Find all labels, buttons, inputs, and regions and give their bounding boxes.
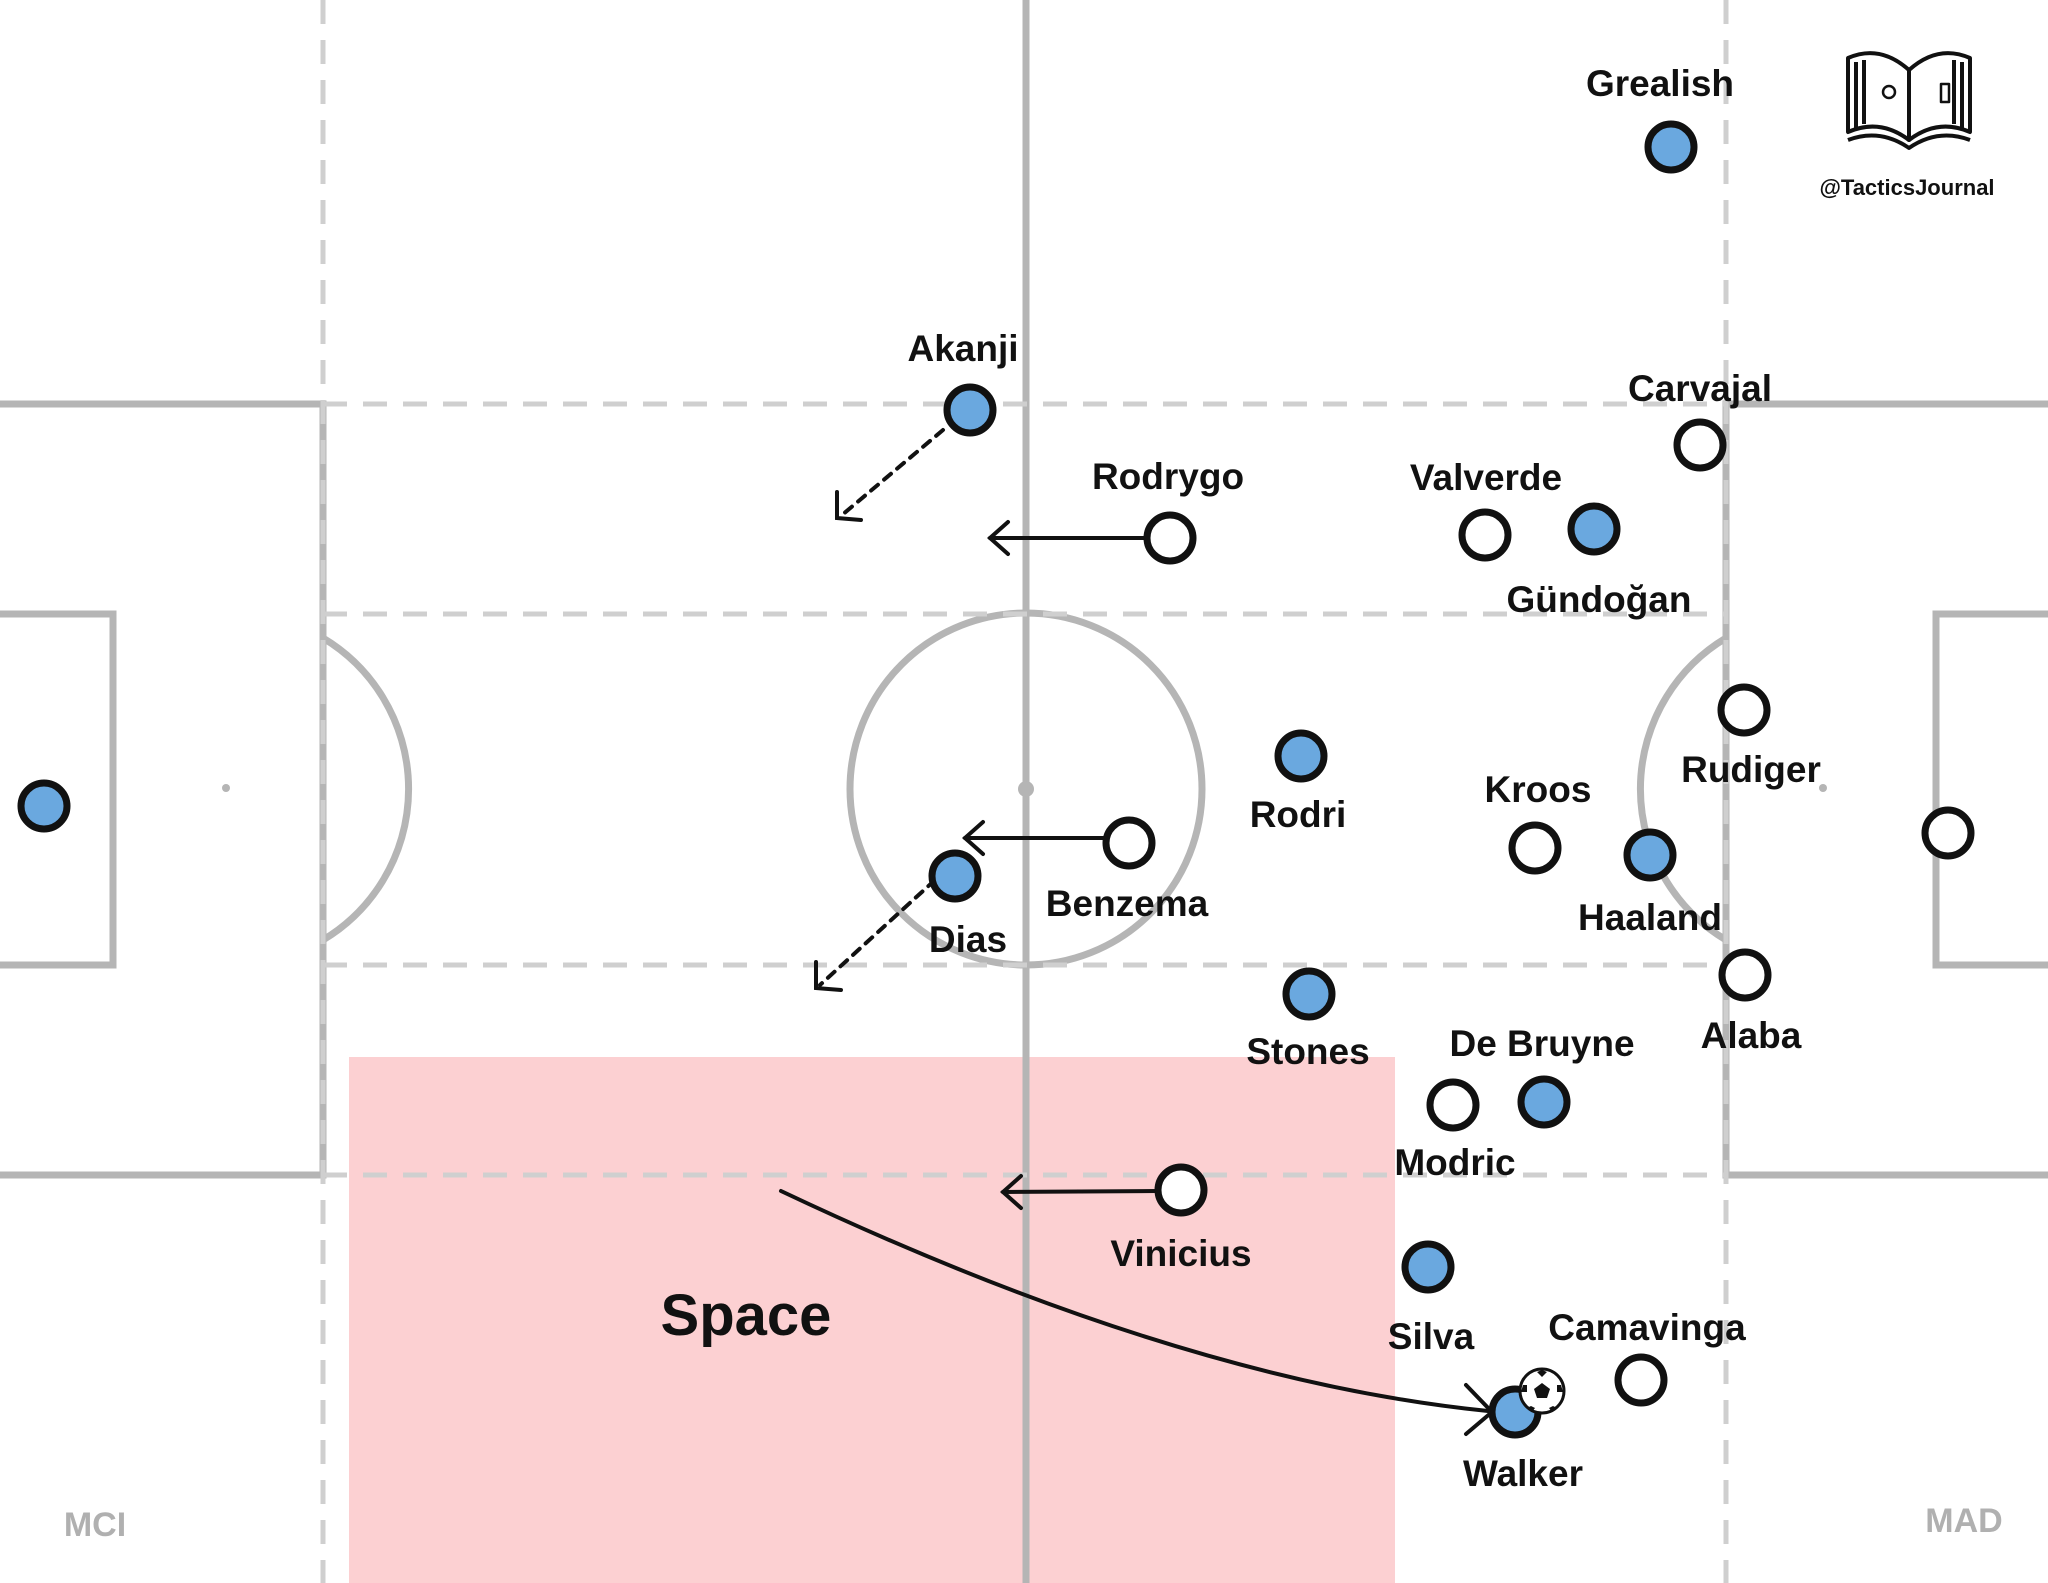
away-player-rudiger xyxy=(1717,683,1771,737)
away-player-vinicius xyxy=(1154,1163,1208,1217)
away-player-benzema xyxy=(1102,816,1156,870)
label-walker: Walker xyxy=(1463,1453,1583,1494)
away-player-valverde xyxy=(1458,508,1512,562)
away-player-kroos xyxy=(1508,821,1562,875)
home-player-debruyne xyxy=(1517,1075,1571,1129)
home-player-stones xyxy=(1282,967,1336,1021)
away-player-alaba xyxy=(1718,948,1772,1002)
space-label: Space xyxy=(661,1283,832,1348)
zone-lines xyxy=(320,0,1729,1583)
label-stones: Stones xyxy=(1246,1031,1369,1072)
home-player-grealish xyxy=(1644,120,1698,174)
label-carvajal: Carvajal xyxy=(1628,368,1772,409)
space-zone xyxy=(349,1057,1395,1583)
left-penalty-spot xyxy=(222,784,230,792)
label-kroos: Kroos xyxy=(1485,769,1592,810)
centre-spot xyxy=(1018,781,1034,797)
home-player-gk xyxy=(17,779,71,833)
rodrygo-arrowhead xyxy=(986,520,1010,556)
label-camavinga: Camavinga xyxy=(1548,1307,1746,1348)
dias-drop-arrow xyxy=(818,878,937,987)
home-player-dias xyxy=(928,849,982,903)
away-player-camavinga xyxy=(1614,1353,1668,1407)
home-player-haaland xyxy=(1623,828,1677,882)
team-label-left: MCI xyxy=(64,1506,126,1544)
label-rodri: Rodri xyxy=(1250,794,1347,835)
home-players xyxy=(17,120,1698,1439)
away-players xyxy=(1102,418,1975,1407)
home-player-silva xyxy=(1401,1240,1455,1294)
benzema-arrowhead xyxy=(961,820,985,856)
left-penalty-area xyxy=(0,400,327,1179)
movement-arrows xyxy=(779,428,1495,1436)
label-dias: Dias xyxy=(929,919,1007,960)
right-penalty-spot xyxy=(1819,784,1827,792)
home-player-rodri xyxy=(1274,729,1328,783)
pass-into-space-arrow xyxy=(779,1189,1490,1413)
label-grealish: Grealish xyxy=(1586,63,1734,104)
team-label-right: MAD xyxy=(1925,1502,2002,1540)
away-player-modric xyxy=(1426,1078,1480,1132)
football-icon xyxy=(1518,1367,1566,1415)
label-vinicius: Vinicius xyxy=(1110,1233,1251,1274)
home-player-gundogan xyxy=(1567,502,1621,556)
label-valverde: Valverde xyxy=(1410,457,1562,498)
right-penalty-area xyxy=(1722,400,2048,1179)
label-alaba: Alaba xyxy=(1701,1015,1802,1056)
right-goal-area xyxy=(1932,610,2048,969)
away-player-gk xyxy=(1921,806,1975,860)
label-rudiger: Rudiger xyxy=(1681,749,1821,790)
label-akanji: Akanji xyxy=(907,328,1018,369)
home-player-akanji xyxy=(943,383,997,437)
label-haaland: Haaland xyxy=(1578,897,1722,938)
label-rodrygo: Rodrygo xyxy=(1092,456,1244,497)
label-modric: Modric xyxy=(1394,1142,1515,1183)
label-gundogan: Gündoğan xyxy=(1507,579,1692,620)
left-penalty-arc xyxy=(321,634,412,944)
away-player-carvajal xyxy=(1673,418,1727,472)
vinicius-arrowhead xyxy=(999,1174,1023,1210)
label-silva: Silva xyxy=(1388,1316,1475,1357)
player-labels: Akanji Dias Stones Walker Rodri Gündoğan… xyxy=(907,63,1820,1494)
watermark-handle: @TacticsJournal xyxy=(1819,175,1994,200)
right-penalty-arc xyxy=(1637,634,1728,944)
vinicius-run-arrow xyxy=(1001,1189,1160,1194)
dias-arrowhead xyxy=(814,960,843,992)
akanji-drop-arrow xyxy=(840,428,945,517)
away-player-rodrygo xyxy=(1143,511,1197,565)
akanji-arrowhead xyxy=(835,490,863,522)
open-book-icon xyxy=(1846,51,1972,150)
label-benzema: Benzema xyxy=(1046,883,1209,924)
label-debruyne: De Bruyne xyxy=(1449,1023,1634,1064)
left-goal-area xyxy=(0,610,117,969)
